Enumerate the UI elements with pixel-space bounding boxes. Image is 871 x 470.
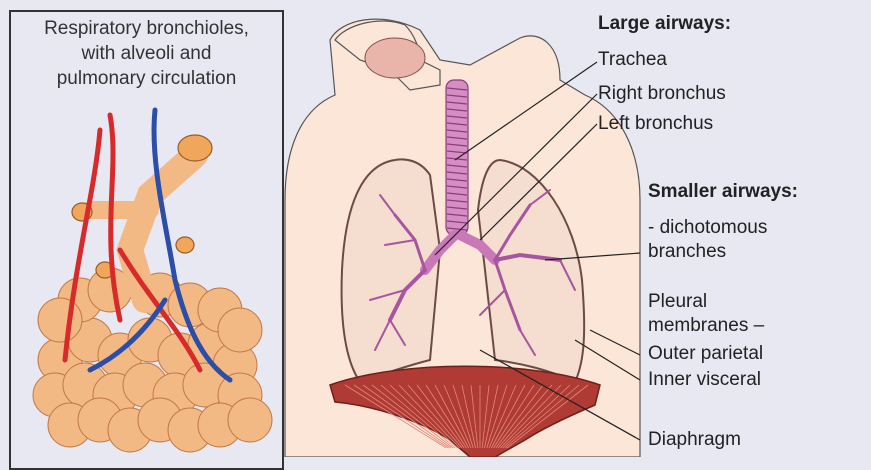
oral-cavity: [365, 38, 425, 78]
inset-title: Respiratory bronchioles, with alveoli an…: [11, 16, 282, 91]
smaller-airways-header: Smaller airways:: [648, 180, 798, 204]
bronchioles-inset-panel: Respiratory bronchioles, with alveoli an…: [9, 10, 284, 470]
right-bronchus-label: Right bronchus: [598, 82, 726, 106]
trachea-label: Trachea: [598, 48, 667, 72]
inner-visceral-label: Inner visceral: [648, 368, 761, 392]
dichotomous-label: - dichotomous branches: [648, 216, 767, 264]
pleural-membranes-label: Pleural membranes –: [648, 290, 764, 338]
large-airways-header: Large airways:: [598, 12, 731, 36]
outer-parietal-label: Outer parietal: [648, 342, 763, 366]
left-bronchus-label: Left bronchus: [598, 112, 713, 136]
diaphragm-label: Diaphragm: [648, 428, 741, 452]
